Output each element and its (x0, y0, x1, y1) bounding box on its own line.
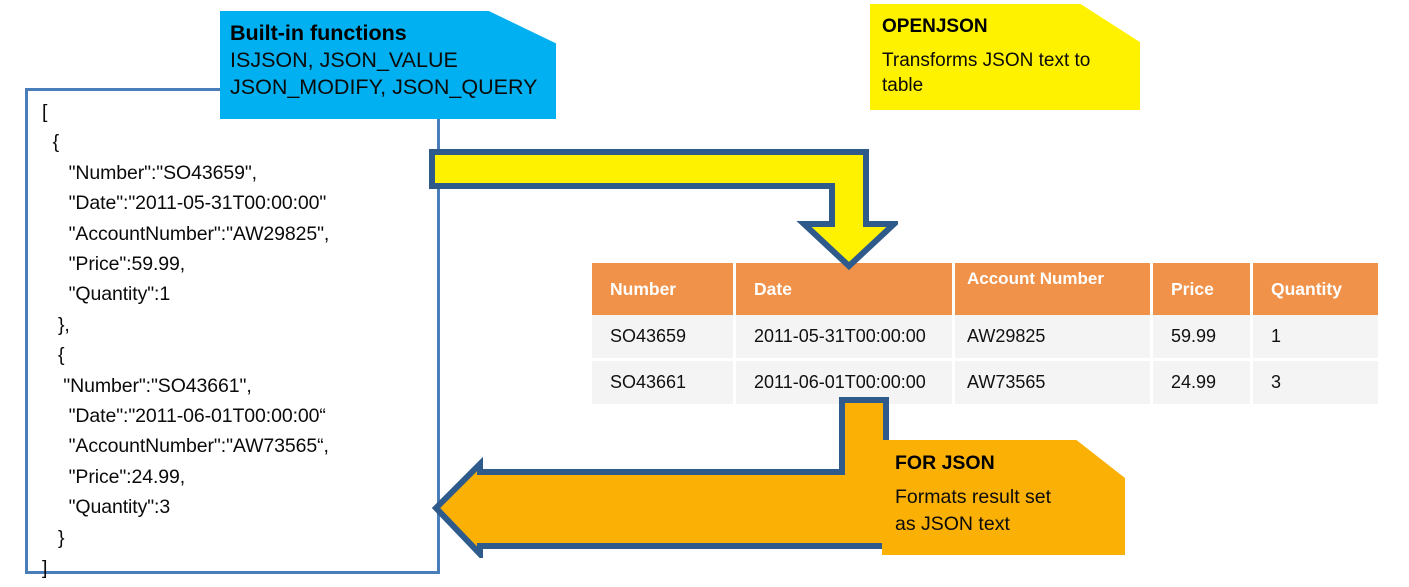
cell-price: 24.99 (1153, 361, 1253, 404)
cell-date: 2011-05-31T00:00:00 (736, 315, 955, 361)
cell-date: 2011-06-01T00:00:00 (736, 361, 955, 404)
callout-for-json-title: FOR JSON (895, 452, 995, 474)
cell-number: SO43661 (592, 361, 736, 404)
column-header-account-number[interactable]: Account Number (955, 263, 1153, 315)
cell-account-number: AW29825 (955, 315, 1153, 361)
openjson-arrow-icon (429, 149, 898, 271)
callout-openjson-body: Transforms JSON text to table (882, 50, 1091, 96)
table-row: SO43661 2011-06-01T00:00:00 AW73565 24.9… (592, 361, 1378, 404)
cell-quantity: 3 (1253, 361, 1378, 404)
callout-built-in-functions-body: ISJSON, JSON_VALUE JSON_MODIFY, JSON_QUE… (230, 48, 538, 99)
callout-built-in-functions-title: Built-in functions (230, 21, 407, 45)
column-header-date[interactable]: Date (736, 263, 955, 315)
cell-account-number: AW73565 (955, 361, 1153, 404)
table-row: SO43659 2011-05-31T00:00:00 AW29825 59.9… (592, 315, 1378, 361)
json-document-panel: [ { "Number":"SO43659", "Date":"2011-05-… (25, 88, 440, 579)
column-header-price[interactable]: Price (1153, 263, 1253, 315)
callout-for-json: FOR JSON Formats result set as JSON text (882, 440, 1125, 555)
callout-openjson: OPENJSON Transforms JSON text to table (870, 4, 1140, 110)
callout-built-in-functions: Built-in functions ISJSON, JSON_VALUE JS… (220, 11, 556, 119)
column-header-number[interactable]: Number (592, 263, 736, 315)
callout-for-json-body: Formats result set as JSON text (895, 486, 1052, 535)
callout-openjson-title: OPENJSON (882, 16, 988, 37)
result-table: Number Date Account Number Price Quantit… (592, 263, 1378, 404)
forjson-arrow-icon (431, 397, 889, 558)
table-header-row: Number Date Account Number Price Quantit… (592, 263, 1378, 315)
cell-number: SO43659 (592, 315, 736, 361)
json-document-text: [ { "Number":"SO43659", "Date":"2011-05-… (42, 101, 330, 580)
column-header-quantity[interactable]: Quantity (1253, 263, 1378, 315)
cell-quantity: 1 (1253, 315, 1378, 361)
cell-price: 59.99 (1153, 315, 1253, 361)
